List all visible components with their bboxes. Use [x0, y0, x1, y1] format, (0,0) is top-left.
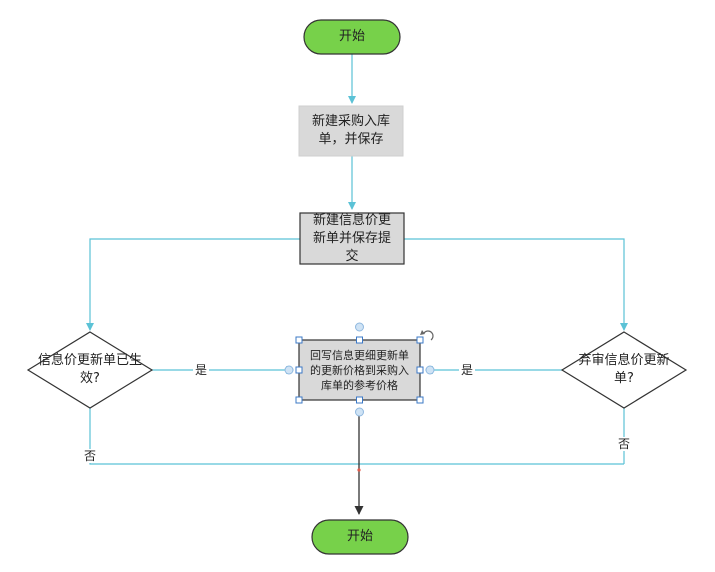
resize-handle-top-right[interactable]: [416, 336, 424, 344]
create-purchase-shape[interactable]: [298, 105, 404, 157]
edge-label-no-left: 否: [82, 449, 99, 463]
connection-point-right[interactable]: [425, 365, 435, 375]
create-price-update-shape[interactable]: [299, 212, 405, 265]
resize-handle-bottom[interactable]: [356, 396, 363, 404]
edge-price-update-to-left-decision[interactable]: [86, 238, 300, 331]
connection-point-top[interactable]: [355, 322, 364, 332]
edge-label-no-right: 否: [616, 437, 633, 451]
edge-left-decision-no[interactable]: [89, 408, 624, 465]
connection-points[interactable]: [284, 322, 435, 417]
resize-handle-top-left[interactable]: [295, 336, 303, 344]
rotate-handle-icon[interactable]: [423, 330, 434, 341]
start-bottom-shape[interactable]: [311, 519, 409, 555]
decision-effective-shape[interactable]: [26, 331, 154, 409]
start-top-label: 开始: [338, 29, 365, 44]
resize-handle-top[interactable]: [356, 336, 363, 344]
decision-abandon-shape[interactable]: [560, 331, 688, 409]
resize-handle-bottom-left[interactable]: [295, 396, 303, 404]
edge-label-yes-left: 是: [193, 363, 210, 377]
resize-handle-left[interactable]: [295, 366, 303, 374]
create-purchase-label: 新建采购入库 单，并保存: [311, 114, 390, 147]
edge-price-update-to-right-decision[interactable]: [404, 238, 628, 331]
edge-midpoint-dot: [357, 468, 361, 472]
decision-abandon-label: 弃审信息价更新 单?: [578, 353, 670, 386]
start-bottom-label: 开始: [346, 529, 373, 544]
resize-handle-right[interactable]: [416, 366, 424, 374]
resize-handle-bottom-right[interactable]: [416, 396, 424, 404]
rotate-handle-arrow-icon: [420, 330, 425, 335]
selection-handles[interactable]: [295, 336, 424, 404]
connection-point-left[interactable]: [284, 365, 294, 375]
edge-label-yes-right: 是: [459, 363, 476, 377]
start-top-shape[interactable]: [303, 19, 401, 55]
connection-point-bottom[interactable]: [355, 407, 364, 417]
write-back-label: 回写信息更细更新单 的更新价格到采购入 库单的参考价格: [310, 348, 409, 392]
decision-effective-label: 信息价更新单已生 效?: [37, 353, 142, 386]
create-price-update-label: 新建信息价更 新单并保存提 交: [312, 212, 391, 264]
